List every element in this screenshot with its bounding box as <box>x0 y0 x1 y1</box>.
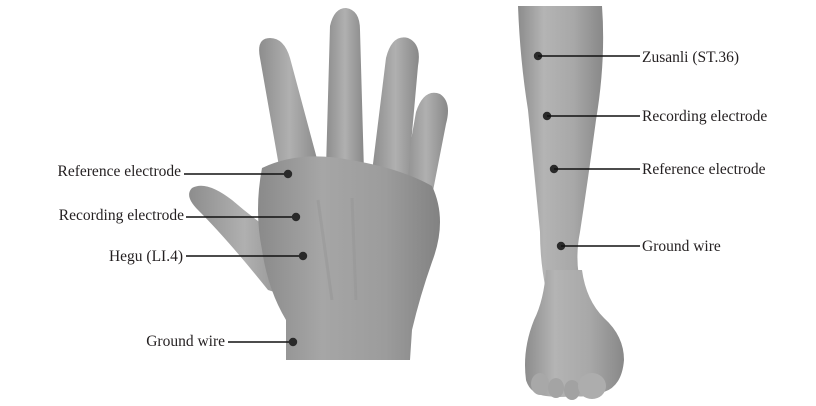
hegu-acupoint <box>299 252 307 260</box>
hand-ground-wire-point <box>289 338 297 346</box>
hand-reference-electrode-label: Reference electrode <box>58 163 182 180</box>
leg-reference-electrode-label: Reference electrode <box>642 161 766 178</box>
hand-middle-finger <box>326 8 364 172</box>
hegu-label: Hegu (LI.4) <box>109 248 183 265</box>
hand-callout-reference: Reference electrode <box>58 163 293 180</box>
leg-recording-electrode-label: Recording electrode <box>642 108 767 125</box>
zusanli-label: Zusanli (ST.36) <box>642 49 739 66</box>
leg-ground-wire-label: Ground wire <box>642 238 721 255</box>
hand-recording-electrode-point <box>292 213 300 221</box>
hand-illustration <box>189 8 448 360</box>
leg-callout-ground: Ground wire <box>557 238 721 255</box>
hand-index-finger <box>259 38 320 172</box>
hand-recording-electrode-label: Recording electrode <box>59 207 184 224</box>
hand-palm <box>258 156 440 360</box>
hand-reference-electrode-point <box>284 170 292 178</box>
hand-ground-wire-label: Ground wire <box>146 333 225 350</box>
hand-callout-ground: Ground wire <box>146 333 297 350</box>
leg-illustration <box>518 6 624 400</box>
